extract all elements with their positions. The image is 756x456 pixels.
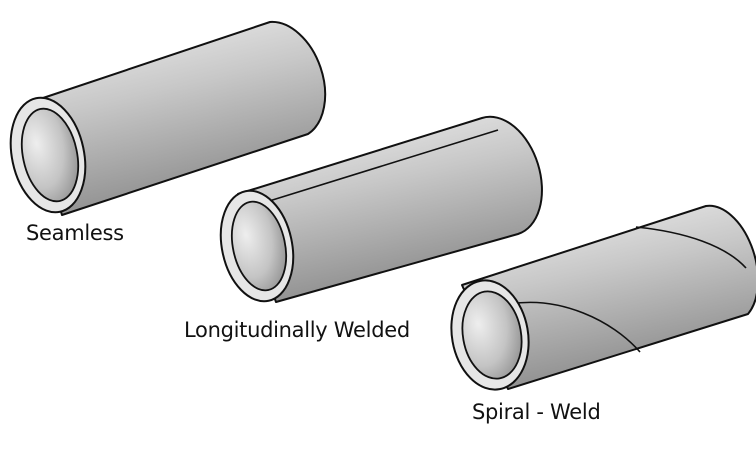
pipe-longitudinal [219,115,543,303]
pipe-spiral-bore [461,290,523,380]
pipe-spiral [450,204,756,391]
spiral-weld-seam-1 [509,301,641,353]
pipe-spiral-body [461,204,756,390]
longitudinally-welded-label: Longitudinally Welded [184,318,410,342]
longitudinal-weld-seam [265,129,499,203]
pipe-longitudinal-body [237,115,543,303]
pipe-seamless-body [27,20,327,216]
spiral-weld-seam-2 [635,226,747,269]
pipe-seamless-bore [20,107,80,203]
spiral-weld-label: Spiral - Weld [472,400,601,424]
pipe-seamless [9,20,327,216]
seamless-label: Seamless [26,221,124,245]
pipe-longitudinal-bore [231,200,287,292]
